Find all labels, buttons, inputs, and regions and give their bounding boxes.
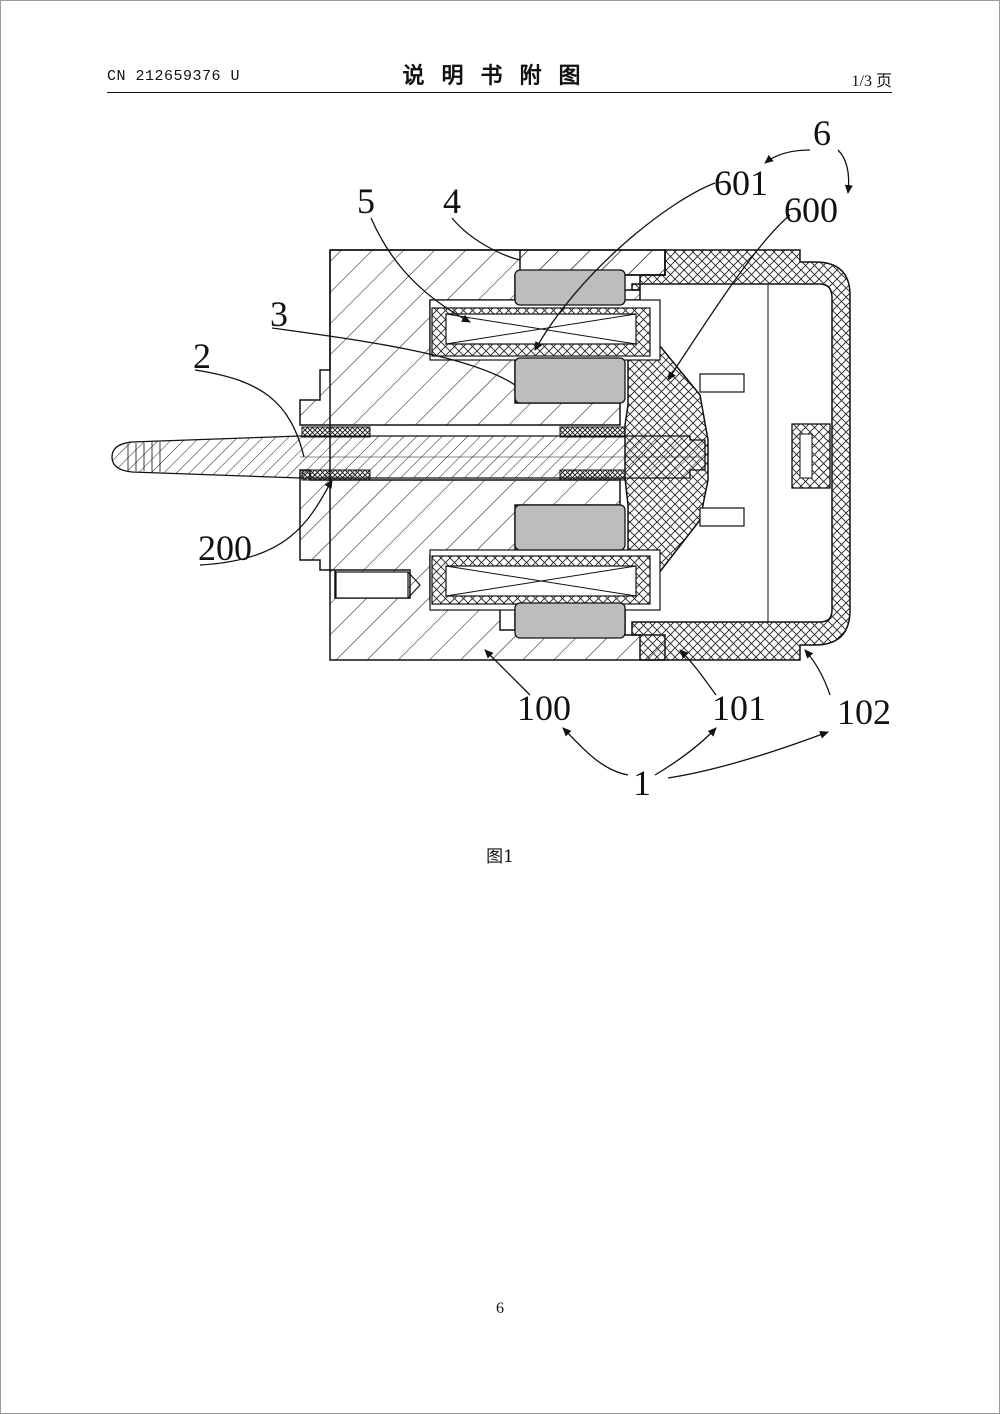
callout-3: 3 <box>270 294 288 334</box>
callout-601: 601 <box>714 163 768 203</box>
coil-winding-5 <box>429 299 661 611</box>
leader-lines <box>194 149 853 779</box>
callout-4: 4 <box>443 181 461 221</box>
callout-2: 2 <box>193 336 211 376</box>
callout-101: 101 <box>712 688 766 728</box>
callout-200: 200 <box>198 528 252 568</box>
shaft-2 <box>111 435 706 479</box>
callout-6: 6 <box>813 113 831 153</box>
patent-number: CN 212659376 U <box>107 68 241 85</box>
callout-102: 102 <box>837 692 891 732</box>
bearings-200 <box>301 426 626 481</box>
magnets-3-4 <box>514 269 626 639</box>
end-cap-101-102 <box>631 249 851 661</box>
callout-1: 1 <box>633 763 651 803</box>
callout-600: 600 <box>784 190 838 230</box>
callout-100: 100 <box>517 688 571 728</box>
header-rule <box>107 92 892 93</box>
page-title: 说明书附图 <box>402 64 598 89</box>
page-count: 1/3 页 <box>851 73 892 90</box>
page-number: 6 <box>496 1300 504 1317</box>
callout-5: 5 <box>357 181 375 221</box>
figure-caption: 图1 <box>486 847 514 867</box>
